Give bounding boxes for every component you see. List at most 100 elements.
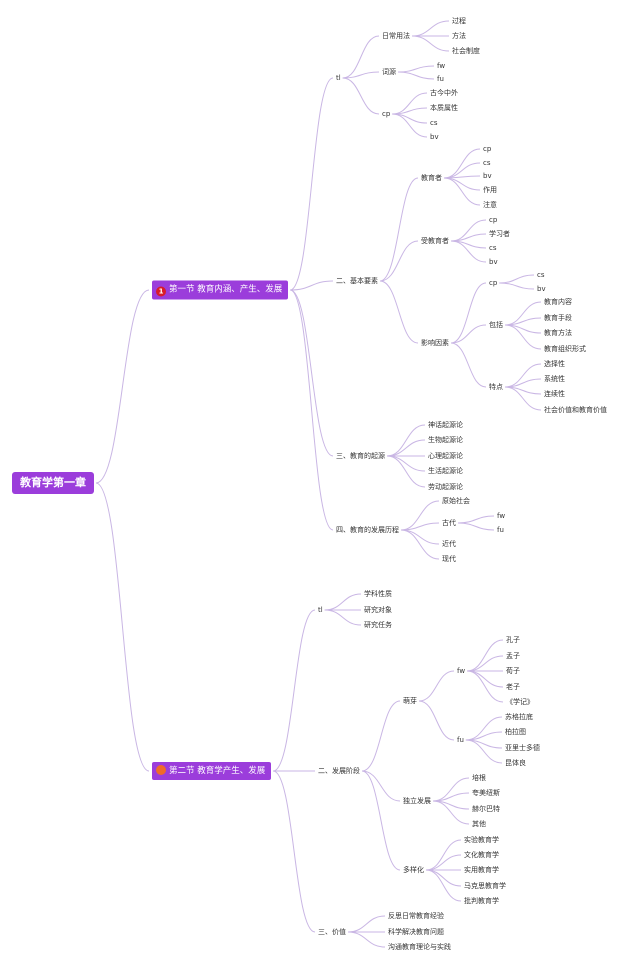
topic-node[interactable]: 古代 (442, 519, 456, 527)
topic-node[interactable]: 近代 (442, 540, 456, 548)
connector-line (418, 670, 455, 702)
topic-node[interactable]: bv (489, 258, 498, 266)
topic-node[interactable]: 社会价值和教育价值 (544, 406, 607, 414)
connector-line (467, 639, 504, 672)
topic-node[interactable]: cs (537, 271, 545, 279)
topic-node[interactable]: tl (318, 606, 323, 614)
topic-node[interactable]: 四、教育的发展历程 (336, 526, 399, 534)
topic-node[interactable]: 学科性质 (364, 590, 392, 598)
topic-node[interactable]: 研究任务 (364, 621, 392, 629)
topic-node[interactable]: fu (497, 526, 504, 534)
topic-node[interactable]: 社会制度 (452, 47, 480, 55)
topic-node[interactable]: 柏拉图 (505, 728, 526, 736)
topic-node[interactable]: 荀子 (506, 667, 520, 675)
topic-node[interactable]: 其他 (472, 820, 486, 828)
topic-node[interactable]: 老子 (506, 683, 520, 691)
topic-node[interactable]: 科学解决教育问题 (388, 928, 444, 936)
topic-node[interactable]: 过程 (452, 17, 466, 25)
topic-node[interactable]: 包括 (489, 321, 503, 329)
topic-node[interactable]: 选择性 (544, 360, 565, 368)
topic-node[interactable]: 培根 (472, 774, 486, 782)
section-node-2[interactable]: 第二节 教育学产生、发展 (152, 762, 272, 780)
topic-node[interactable]: cs (483, 159, 491, 167)
topic-node[interactable]: 多样化 (403, 866, 424, 874)
topic-node[interactable]: 教育方法 (544, 329, 572, 337)
topic-node[interactable]: 教育手段 (544, 314, 572, 322)
connector-line (450, 282, 487, 344)
topic-node[interactable]: cp (489, 216, 498, 224)
topic-node[interactable]: cp (489, 279, 498, 287)
topic-node[interactable]: 研究对象 (364, 606, 392, 614)
topic-node[interactable]: 教育内容 (544, 298, 572, 306)
topic-node[interactable]: fw (457, 667, 466, 675)
topic-node[interactable]: fu (457, 736, 464, 744)
connector-line (290, 280, 334, 291)
connector-line (342, 35, 380, 79)
topic-node[interactable]: 词源 (382, 68, 396, 76)
topic-node[interactable]: 苏格拉底 (505, 713, 533, 721)
topic-node[interactable]: fu (437, 75, 444, 83)
topic-node[interactable]: 沟通教育理论与实践 (388, 943, 451, 951)
topic-node[interactable]: 马克思教育学 (464, 882, 506, 890)
topic-node[interactable]: 反思日常教育经验 (388, 912, 444, 920)
topic-node[interactable]: 受教育者 (421, 237, 449, 245)
topic-node[interactable]: 连续性 (544, 390, 565, 398)
topic-node[interactable]: 生活起源论 (428, 467, 463, 475)
topic-node[interactable]: cs (489, 244, 497, 252)
topic-node[interactable]: 三、价值 (318, 928, 346, 936)
connector-line (392, 113, 428, 138)
topic-node[interactable]: tl (336, 74, 341, 82)
topic-node[interactable]: 孟子 (506, 652, 520, 660)
section-2-priority-icon (156, 765, 166, 775)
topic-node[interactable]: 教育者 (421, 174, 442, 182)
topic-node[interactable]: 萌芽 (403, 697, 417, 705)
connector-line (418, 700, 455, 741)
connector-line (504, 324, 542, 350)
topic-node[interactable]: 原始社会 (442, 497, 470, 505)
topic-node[interactable]: 实用教育学 (464, 866, 499, 874)
topic-node[interactable]: 古今中外 (430, 89, 458, 97)
topic-node[interactable]: 实验教育学 (464, 836, 499, 844)
topic-node[interactable]: 影响因素 (421, 339, 449, 347)
topic-node[interactable]: 作用 (483, 186, 497, 194)
topic-node[interactable]: cp (483, 145, 492, 153)
topic-node[interactable]: 《学记》 (506, 698, 534, 706)
topic-node[interactable]: cp (382, 110, 391, 118)
topic-node[interactable]: fw (437, 62, 446, 70)
connector-line (379, 177, 419, 282)
topic-node[interactable]: 系统性 (544, 375, 565, 383)
topic-node[interactable]: 特点 (489, 383, 503, 391)
topic-node[interactable]: 本质属性 (430, 104, 458, 112)
topic-node[interactable]: fw (497, 512, 506, 520)
topic-node[interactable]: bv (537, 285, 546, 293)
topic-node[interactable]: 注意 (483, 201, 497, 209)
connector-line (379, 280, 419, 344)
topic-node[interactable]: 生物起源论 (428, 436, 463, 444)
topic-node[interactable]: 方法 (452, 32, 466, 40)
topic-node[interactable]: 神话起源论 (428, 421, 463, 429)
topic-node[interactable]: 三、教育的起源 (336, 452, 385, 460)
topic-node[interactable]: 批判教育学 (464, 897, 499, 905)
topic-node[interactable]: 学习者 (489, 230, 510, 238)
topic-node[interactable]: 二、基本要素 (336, 277, 378, 285)
topic-node[interactable]: 夸美纽斯 (472, 789, 500, 797)
topic-node[interactable]: 赫尔巴特 (472, 805, 500, 813)
topic-node[interactable]: cs (430, 119, 438, 127)
topic-node[interactable]: 现代 (442, 555, 456, 563)
root-node[interactable]: 教育学第一章 (12, 472, 94, 494)
topic-node[interactable]: bv (483, 172, 492, 180)
connector-line (361, 770, 401, 871)
topic-node[interactable]: 孔子 (506, 636, 520, 644)
topic-node[interactable]: 昆体良 (505, 759, 526, 767)
topic-node[interactable]: bv (430, 133, 439, 141)
topic-node[interactable]: 日常用法 (382, 32, 410, 40)
topic-node[interactable]: 文化教育学 (464, 851, 499, 859)
topic-node[interactable]: 教育组织形式 (544, 345, 586, 353)
topic-node[interactable]: 独立发展 (403, 797, 431, 805)
connector-line (450, 240, 487, 263)
topic-node[interactable]: 劳动起源论 (428, 483, 463, 491)
topic-node[interactable]: 亚里士多德 (505, 744, 540, 752)
topic-node[interactable]: 心理起源论 (428, 452, 463, 460)
topic-node[interactable]: 二、发展阶段 (318, 767, 360, 775)
